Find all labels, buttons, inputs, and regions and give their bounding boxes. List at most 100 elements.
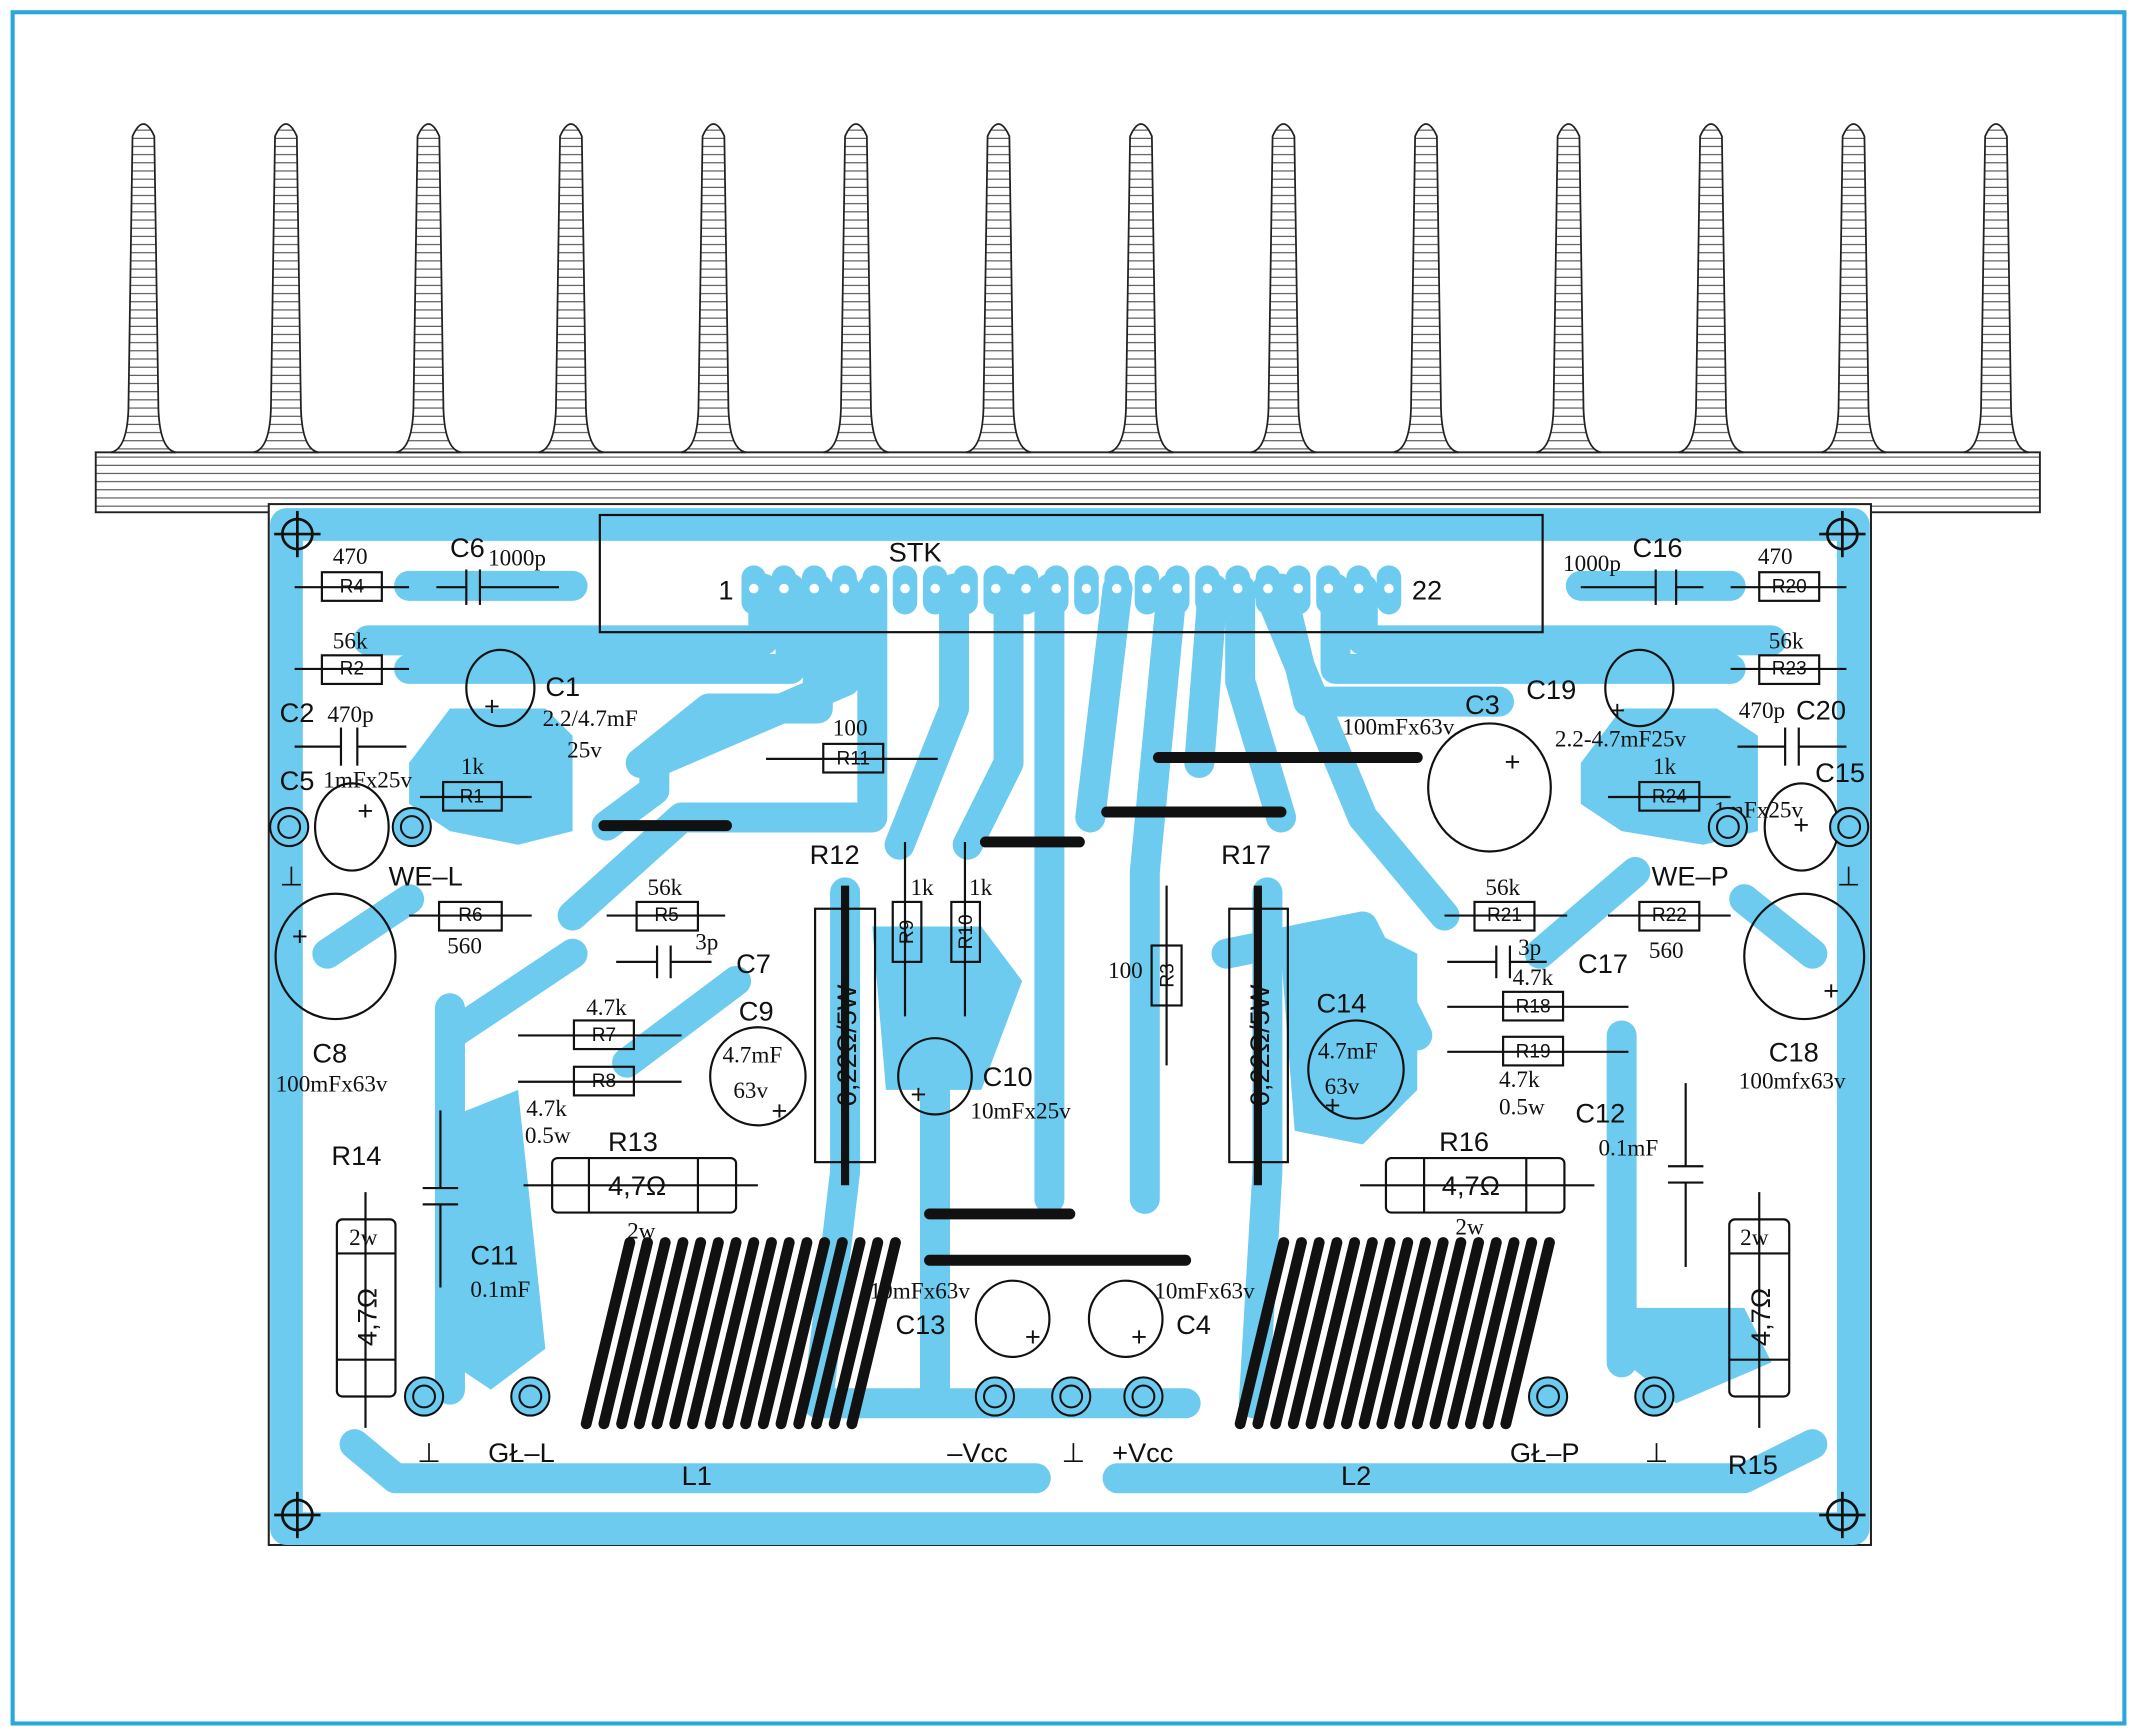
resistor-r2: R2 56k bbox=[294, 629, 410, 686]
ic-pin-hole bbox=[1323, 583, 1334, 594]
heatsink-fin bbox=[395, 123, 462, 454]
coil-winding bbox=[1252, 1237, 1307, 1430]
coil-winding bbox=[793, 1237, 848, 1430]
coil-l2-windings bbox=[1234, 1237, 1555, 1430]
capacitor-c16: C16 1000p bbox=[1563, 532, 1704, 605]
heatsink-fin bbox=[965, 123, 1032, 454]
wire-jumpers bbox=[598, 752, 1423, 1266]
svg-text:R10: R10 bbox=[956, 914, 977, 949]
svg-text:+: + bbox=[357, 795, 373, 826]
terminal-pad-ring bbox=[399, 815, 424, 839]
svg-text:C3: C3 bbox=[1465, 689, 1500, 720]
svg-text:1mFx25v: 1mFx25v bbox=[323, 767, 412, 793]
coil-winding bbox=[1358, 1237, 1414, 1430]
input-right-label: WE–P bbox=[1652, 861, 1729, 892]
ic-pin-hole bbox=[960, 583, 971, 594]
ic-pin-hole bbox=[1293, 583, 1303, 594]
mounting-holes bbox=[274, 510, 1866, 1539]
capacitor-c8: + C8 100mFx63v bbox=[274, 892, 397, 1097]
svg-text:+: + bbox=[1609, 694, 1625, 725]
svg-text:0.5w: 0.5w bbox=[1499, 1094, 1545, 1120]
svg-text:2w: 2w bbox=[1455, 1214, 1484, 1240]
ic-pin-hole bbox=[1232, 583, 1243, 594]
resistor-r16-2w: 4,7Ω R16 2w bbox=[1360, 1126, 1595, 1240]
terminal-pad bbox=[403, 1376, 445, 1417]
svg-text:+: + bbox=[910, 1079, 926, 1110]
terminal-pad-ring bbox=[1536, 1384, 1560, 1409]
svg-text:R21: R21 bbox=[1487, 905, 1522, 926]
resistor-r24: R24 1k bbox=[1608, 754, 1731, 812]
resistor-r3: R3 100 bbox=[1108, 885, 1183, 1066]
svg-text:1000p: 1000p bbox=[1563, 551, 1621, 577]
svg-text:C4: C4 bbox=[1176, 1309, 1211, 1340]
svg-text:4.7k: 4.7k bbox=[1499, 1067, 1540, 1093]
coil-winding bbox=[1376, 1237, 1431, 1430]
coil-winding bbox=[1411, 1237, 1467, 1430]
coil-winding bbox=[828, 1237, 884, 1430]
svg-text:0,22Ω/5W: 0,22Ω/5W bbox=[1244, 984, 1275, 1106]
svg-text:100mFx63v: 100mFx63v bbox=[1342, 714, 1454, 740]
heatsink bbox=[94, 123, 2041, 514]
svg-text:R16: R16 bbox=[1439, 1126, 1489, 1157]
ic-pin-hole bbox=[1111, 583, 1122, 594]
svg-text:3p: 3p bbox=[695, 930, 718, 956]
ic-name: STK bbox=[889, 536, 942, 567]
ic-pin-hole bbox=[1051, 583, 1062, 594]
svg-text:R4: R4 bbox=[340, 577, 365, 598]
resistor-r5: R5 56k bbox=[606, 875, 726, 932]
svg-text:1k: 1k bbox=[969, 875, 993, 901]
ic-pin-hole bbox=[1142, 583, 1152, 594]
svg-text:4,7Ω: 4,7Ω bbox=[1442, 1170, 1500, 1201]
svg-text:56k: 56k bbox=[1769, 629, 1804, 655]
svg-text:4.7mF: 4.7mF bbox=[1318, 1039, 1378, 1065]
svg-text:C15: C15 bbox=[1815, 757, 1865, 788]
svg-text:C13: C13 bbox=[895, 1309, 945, 1340]
svg-text:+: + bbox=[1504, 746, 1520, 777]
resistor-r10: R10 1k bbox=[950, 841, 993, 1017]
resistor-r8: R8 4.7k 0.5w bbox=[518, 1065, 682, 1149]
terminal-pad-ring bbox=[1131, 1384, 1156, 1409]
pin-1-label: 1 bbox=[718, 574, 733, 605]
heatsink-fin bbox=[1535, 123, 1602, 454]
svg-text:56k: 56k bbox=[648, 875, 683, 901]
coil-winding bbox=[1287, 1237, 1343, 1430]
svg-text:+: + bbox=[1025, 1321, 1041, 1352]
svg-text:+: + bbox=[1131, 1321, 1147, 1352]
terminal-pad bbox=[1123, 1376, 1164, 1417]
ic-pin-hole bbox=[809, 583, 820, 594]
resistor-r15-2w: 2w 4,7Ω R15 bbox=[1728, 1192, 1791, 1480]
heatsink-fin bbox=[823, 123, 889, 454]
ic-pin-hole bbox=[900, 583, 910, 594]
svg-text:C14: C14 bbox=[1316, 987, 1366, 1018]
ic-pin-hole bbox=[930, 583, 941, 594]
negative-supply-label: –Vcc bbox=[947, 1437, 1008, 1468]
ground-symbol-right-input: ⊥ bbox=[1837, 861, 1861, 892]
terminal-pad bbox=[391, 806, 432, 848]
svg-text:3p: 3p bbox=[1518, 935, 1541, 961]
svg-text:+: + bbox=[1325, 1089, 1341, 1120]
svg-text:C10: C10 bbox=[983, 1061, 1033, 1092]
svg-text:2.2-4.7mF25v: 2.2-4.7mF25v bbox=[1555, 727, 1687, 753]
coil-winding bbox=[1429, 1237, 1485, 1430]
capacitor-c2: C2 470p bbox=[280, 697, 407, 766]
terminal-pad bbox=[1527, 1376, 1569, 1417]
terminal-pads bbox=[269, 806, 1870, 1417]
svg-text:56k: 56k bbox=[1485, 875, 1520, 901]
resistor-r6: R6 560 bbox=[409, 900, 532, 960]
ic-pin-hole bbox=[1353, 583, 1364, 594]
ic-pin-hole bbox=[1263, 583, 1273, 594]
ground-symbol-right-output: ⊥ bbox=[1645, 1437, 1669, 1468]
coil-winding bbox=[1270, 1237, 1325, 1430]
svg-text:C5: C5 bbox=[280, 765, 315, 796]
heatsink-fin bbox=[1108, 123, 1174, 454]
svg-text:0.1mF: 0.1mF bbox=[1598, 1135, 1658, 1161]
heatsink-fin bbox=[680, 123, 747, 454]
coil-winding bbox=[669, 1237, 724, 1430]
ic-pin-hole bbox=[749, 583, 759, 594]
heatsink-fin bbox=[1250, 123, 1317, 454]
terminal-pad-ring bbox=[277, 815, 302, 839]
resistor-r20: R20 470 bbox=[1730, 544, 1847, 602]
ground-symbol-supply: ⊥ bbox=[1062, 1437, 1086, 1468]
svg-text:R5: R5 bbox=[654, 905, 678, 926]
svg-text:C1: C1 bbox=[545, 671, 580, 702]
